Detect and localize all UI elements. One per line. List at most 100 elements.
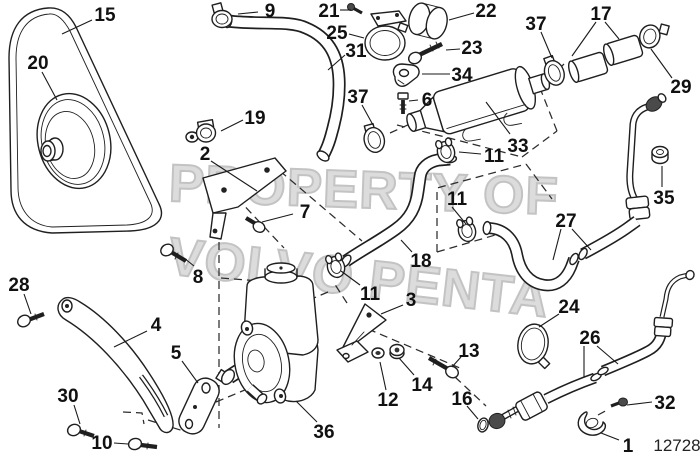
- pulley-drawing: [36, 92, 112, 190]
- part-callout-27: 27: [555, 211, 576, 232]
- clamp-bracket-25-drawing: [364, 10, 409, 61]
- leader-line-13: [451, 356, 462, 368]
- bushing-22-drawing: [408, 2, 448, 40]
- bolt-7-drawing: [244, 216, 266, 233]
- bolt-21-drawing: [347, 3, 363, 15]
- part-callout-33: 33: [507, 136, 528, 157]
- leader-line-8: [183, 257, 195, 267]
- part-callout-37: 37: [525, 14, 546, 35]
- leader-line-25: [348, 33, 365, 39]
- hose-clamp-37-left-drawing: [363, 123, 386, 154]
- nut-35-drawing: [651, 145, 669, 165]
- bolt-30-drawing: [66, 423, 95, 438]
- leader-line-2: [210, 160, 258, 192]
- hose-sleeves-17-drawing: [568, 34, 644, 83]
- part-callout-24: 24: [558, 297, 580, 318]
- bracket-3-drawing: [336, 303, 387, 363]
- part-callout-22: 22: [475, 1, 496, 22]
- cable-clamp-19-drawing: [185, 118, 217, 143]
- tension-arm-4-drawing: [57, 296, 174, 434]
- bolt-23-drawing: [407, 41, 443, 65]
- hose-18-drawing: [340, 152, 458, 268]
- leader-line-17: [571, 21, 597, 57]
- part-callout-2: 2: [200, 144, 211, 165]
- leader-line-30: [73, 404, 81, 425]
- leader-line-15: [61, 19, 93, 35]
- part-callout-26: 26: [579, 328, 600, 349]
- part-callout-11: 11: [360, 284, 381, 305]
- leader-line-37: [361, 104, 374, 126]
- leader-line-11: [458, 151, 482, 155]
- clamp-1-drawing: [577, 411, 607, 436]
- part-callout-21: 21: [318, 1, 340, 22]
- leader-line-27: [571, 228, 592, 251]
- part-callout-4: 4: [151, 315, 162, 336]
- part-callout-19: 19: [244, 108, 265, 129]
- bolt-32-drawing: [610, 397, 628, 408]
- leader-line-5: [181, 360, 199, 384]
- part-callout-1: 1: [623, 436, 634, 457]
- leader-line-9: [237, 11, 259, 15]
- o-ring-16-drawing: [477, 417, 489, 433]
- part-callout-3: 3: [406, 290, 417, 311]
- part-callout-28: 28: [8, 275, 29, 296]
- hose-clamp-11a-drawing: [435, 137, 456, 164]
- leader-line-3: [380, 304, 404, 315]
- pump-36-drawing: [215, 262, 319, 405]
- leader-line-1: [600, 432, 620, 441]
- part-callout-5: 5: [171, 343, 182, 364]
- hose-clamp-37-right-drawing: [543, 54, 565, 86]
- leader-line-32: [626, 401, 653, 406]
- bolt-28-drawing: [17, 312, 45, 328]
- part-callout-37: 37: [347, 87, 368, 108]
- part-callout-6: 6: [422, 90, 433, 111]
- hose-clamp-9-drawing: [211, 2, 233, 29]
- hose-31-drawing: [223, 13, 346, 162]
- part-callout-15: 15: [94, 5, 116, 26]
- part-callout-34: 34: [451, 65, 473, 86]
- part-callout-31: 31: [345, 41, 367, 62]
- hose-clamp-11c-drawing: [325, 252, 346, 279]
- bolt-13-drawing: [427, 356, 459, 379]
- leader-line-12: [379, 361, 387, 391]
- cooler-33-drawing: [406, 65, 551, 142]
- leader-line-6: [408, 99, 419, 102]
- part-callout-11: 11: [484, 146, 505, 167]
- part-callout-17: 17: [590, 4, 611, 25]
- bolt-6-drawing: [397, 92, 409, 114]
- leader-line-29: [650, 48, 673, 79]
- clip-34-drawing: [392, 63, 420, 87]
- leader-line-24: [538, 313, 560, 328]
- leader-line-33: [485, 101, 511, 135]
- part-callout-16: 16: [451, 389, 472, 410]
- part-callout-32: 32: [654, 393, 675, 414]
- leader-line-22: [448, 12, 475, 21]
- leader-line-11: [340, 270, 361, 286]
- leader-line-31: [327, 54, 346, 71]
- bracket-2-drawing: [202, 157, 287, 240]
- leader-line-36: [295, 400, 318, 423]
- drawing-number: 12728: [653, 436, 700, 455]
- leader-line-26: [596, 345, 619, 365]
- leader-line-14: [398, 357, 415, 376]
- leader-line-17: [604, 21, 620, 40]
- hose-27-drawing: [482, 216, 641, 292]
- part-callout-18: 18: [410, 251, 431, 272]
- hose-clamp-11b-drawing: [456, 216, 477, 243]
- part-callout-10: 10: [91, 433, 112, 454]
- part-callout-20: 20: [27, 53, 48, 74]
- leader-line-19: [220, 119, 244, 132]
- part-callout-9: 9: [265, 1, 276, 22]
- leader-line-20: [41, 71, 58, 101]
- leader-line-11: [451, 206, 467, 225]
- leader-line-37: [540, 31, 553, 59]
- leader-line-27: [552, 228, 562, 261]
- part-callout-30: 30: [57, 386, 78, 407]
- part-callout-11: 11: [447, 189, 468, 210]
- part-callout-7: 7: [300, 202, 311, 223]
- hose-clamp-29-drawing: [639, 23, 670, 49]
- part-callout-25: 25: [326, 23, 348, 44]
- leader-line-4: [113, 330, 148, 348]
